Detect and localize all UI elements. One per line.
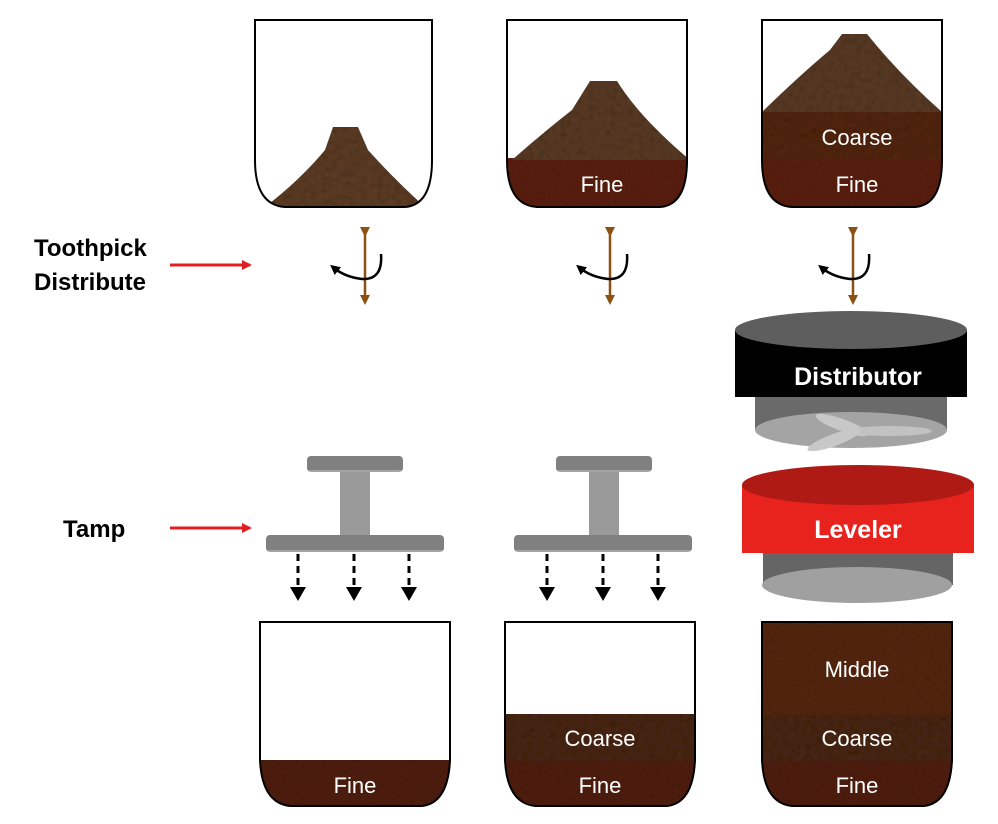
toothpick-stir-icon (330, 227, 383, 305)
fine-layer (505, 760, 695, 806)
propeller-blade (807, 428, 861, 452)
rotate-arrow-icon (818, 253, 871, 281)
bottom-cup-2: Coarse Fine (504, 621, 696, 807)
coarse-layer (762, 112, 942, 160)
arrow-down-icon (346, 587, 362, 601)
leveler-label: Leveler (814, 516, 902, 544)
propeller-blade (848, 426, 932, 436)
fine-layer (762, 158, 942, 207)
toothpick-distribute-label: Toothpick Distribute (34, 232, 147, 300)
arrow-down-icon (539, 587, 555, 601)
coffee-mound (762, 34, 942, 112)
press-arrows-2 (545, 554, 660, 588)
cup-outline (506, 19, 688, 208)
cup-outline (254, 19, 433, 208)
tamper-2 (514, 456, 692, 552)
layer-label: Coarse (822, 125, 893, 150)
layer-label: Fine (334, 773, 377, 798)
leveler-base (762, 567, 952, 603)
top-cup-3: Coarse Fine (761, 19, 943, 208)
leveler-top (742, 465, 974, 505)
top-cup-1 (254, 19, 433, 208)
coarse-layer (505, 714, 695, 761)
fine-layer (260, 760, 450, 806)
coffee-mound (265, 127, 425, 207)
toothpick-label-line1: Toothpick (34, 235, 147, 262)
bottom-cup-1: Fine (259, 621, 451, 807)
layer-label: Fine (579, 773, 622, 798)
cup-outline (761, 19, 943, 208)
cup-outline (504, 621, 696, 807)
arrow-down-icon (650, 587, 666, 601)
toothpick-stir-icon (818, 227, 871, 305)
press-arrows-1 (296, 554, 411, 588)
toothpick-stir-icon (576, 227, 629, 305)
tamper-handle (556, 456, 652, 472)
cup-outline (259, 621, 451, 807)
arrow-down-icon (290, 587, 306, 601)
toothpick-label-line2: Distribute (34, 269, 147, 296)
coffee-mound (512, 81, 687, 160)
tamper-base (514, 535, 692, 552)
leveler-tool: Leveler (742, 465, 974, 603)
distributor-label: Distributor (794, 363, 922, 391)
layer-label: Coarse (565, 726, 636, 751)
tamper-shaft (340, 472, 370, 536)
tamper-1 (266, 456, 444, 552)
tamper-base (266, 535, 444, 552)
middle-layer (762, 622, 952, 715)
layer-label: Fine (836, 773, 879, 798)
layer-label: Fine (581, 172, 624, 197)
coarse-layer (762, 714, 952, 761)
arrow-down-icon (595, 587, 611, 601)
fine-layer (507, 158, 687, 207)
layer-label: Fine (836, 172, 879, 197)
rotate-arrow-icon (330, 253, 383, 281)
bottom-cup-3: Middle Coarse Fine (761, 621, 953, 807)
rotate-arrow-icon (576, 253, 629, 281)
layer-label: Middle (825, 657, 890, 682)
tamper-handle (307, 456, 403, 472)
distributor-tool: Distributor (735, 311, 967, 452)
cup-outline (761, 621, 953, 807)
distributor-top (735, 311, 967, 349)
fine-layer (762, 760, 952, 806)
arrow-down-icon (401, 587, 417, 601)
layer-label: Coarse (822, 726, 893, 751)
top-cup-2: Fine (506, 19, 688, 208)
tamp-label: Tamp (63, 516, 126, 543)
tamper-shaft (589, 472, 619, 536)
